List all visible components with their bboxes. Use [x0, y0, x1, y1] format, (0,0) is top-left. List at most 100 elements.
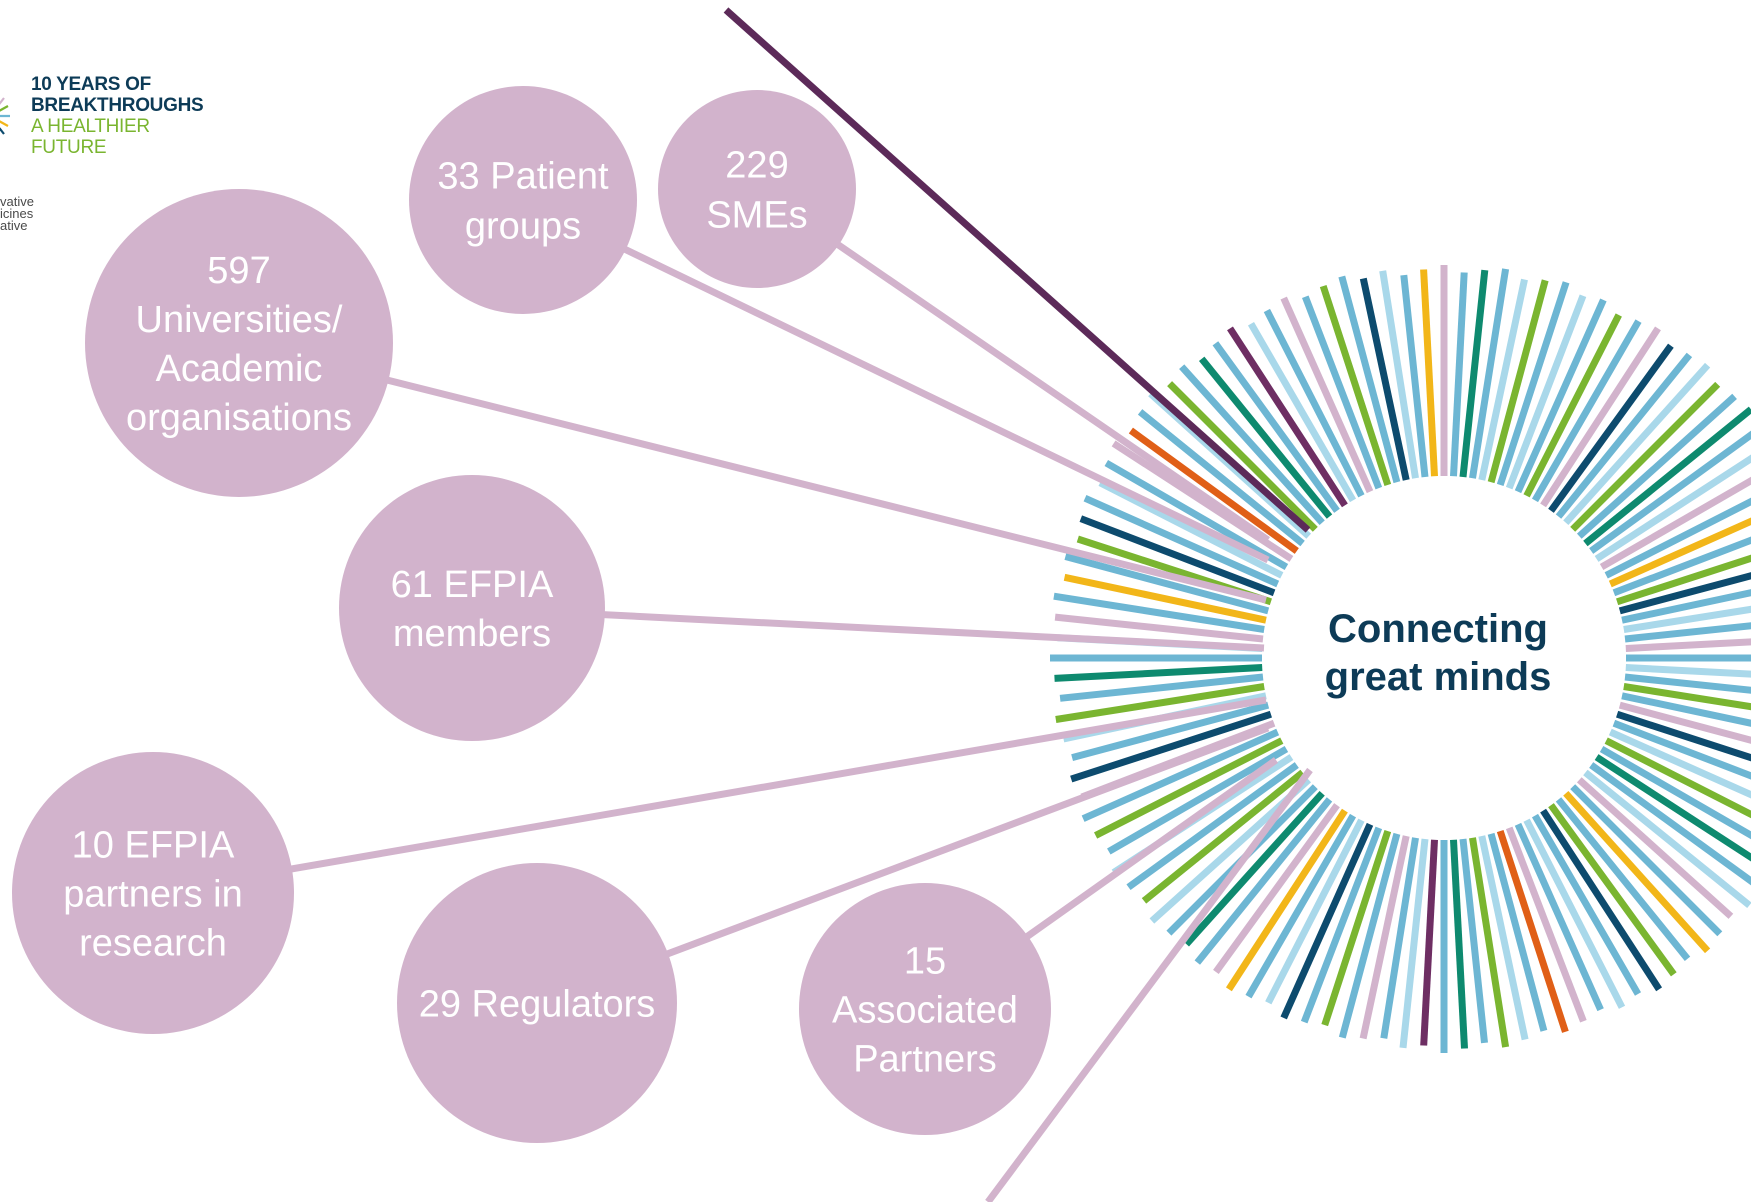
- ray: [1225, 808, 1348, 992]
- ray: [1247, 321, 1357, 503]
- ray: [1319, 285, 1392, 486]
- ray: [1618, 701, 1751, 744]
- ray: [1059, 673, 1264, 702]
- ray: [1094, 737, 1284, 839]
- ray: [1616, 710, 1751, 762]
- center-circle: [1264, 478, 1624, 838]
- ray: [1359, 835, 1410, 1040]
- ray: [1612, 536, 1751, 597]
- ray: [1459, 838, 1488, 1044]
- logo-line-2: BREAKTHROUGHS: [31, 95, 204, 116]
- node-label-line: Partners: [853, 1038, 997, 1080]
- node-bubbles: 33 Patientgroups229SMEs597Universities/A…: [12, 86, 1051, 1143]
- node-label-line: members: [393, 613, 551, 655]
- ray: [1555, 352, 1693, 519]
- ray: [1263, 308, 1365, 498]
- ray: [1621, 589, 1751, 624]
- ray: [1420, 839, 1438, 1046]
- ray: [1227, 326, 1348, 508]
- ray: [1625, 664, 1751, 678]
- logo-line-4: FUTURE: [31, 137, 107, 158]
- ray: [1540, 326, 1661, 508]
- ray: [1604, 737, 1751, 819]
- ray: [1194, 797, 1333, 965]
- node-label-line: research: [79, 922, 227, 964]
- ray: [1064, 553, 1270, 615]
- ray: [1523, 818, 1626, 1009]
- ray: [1583, 406, 1751, 547]
- ray: [1245, 813, 1357, 999]
- smes-connector: [755, 186, 1270, 543]
- imi-line-1: vative: [0, 194, 34, 209]
- ray: [1621, 692, 1751, 727]
- ray: [1505, 826, 1587, 1023]
- center-title-line-2: great minds: [1325, 655, 1552, 699]
- ray: [1540, 808, 1663, 992]
- ray: [1604, 497, 1751, 579]
- ray: [1212, 341, 1340, 513]
- node-label-line: partners in: [63, 873, 243, 915]
- ray: [1128, 427, 1299, 554]
- node-label-line: 10 EFPIA: [72, 824, 235, 866]
- imi-line-2: icines: [0, 206, 34, 221]
- ray: [1081, 728, 1280, 822]
- ray: [1618, 572, 1751, 615]
- ray: [1054, 613, 1264, 643]
- ray: [1563, 362, 1711, 526]
- ray: [1338, 832, 1401, 1039]
- ray: [1478, 278, 1528, 481]
- node-label-line: 597: [207, 250, 270, 292]
- logo-wheel-icon: [0, 97, 10, 135]
- ray: [1469, 268, 1510, 479]
- ray: [1280, 822, 1374, 1020]
- ray: [1505, 294, 1587, 490]
- logo-line-3: A HEALTHIER: [31, 116, 150, 137]
- ray: [1624, 622, 1751, 643]
- ray: [1399, 838, 1429, 1049]
- ray: [1548, 343, 1674, 513]
- ray: [1104, 459, 1289, 571]
- ray: [1624, 673, 1751, 694]
- node-label-line: Universities/: [136, 299, 343, 341]
- ray: [1563, 790, 1711, 954]
- node-circle: [85, 189, 393, 497]
- ray: [1608, 728, 1751, 799]
- node-circle: [339, 475, 605, 741]
- ray: [1496, 281, 1570, 486]
- node-label-line: groups: [465, 205, 581, 247]
- ray: [1478, 835, 1529, 1041]
- ray: [1570, 381, 1721, 532]
- ray: [1469, 837, 1510, 1048]
- ray: [1400, 274, 1429, 478]
- ray: [1338, 275, 1401, 484]
- ray: [1555, 797, 1691, 962]
- ray: [1321, 830, 1392, 1027]
- ray: [1623, 605, 1751, 633]
- ray: [1379, 270, 1419, 479]
- ray: [1496, 830, 1569, 1033]
- ray: [1612, 719, 1751, 780]
- ray: [1107, 745, 1289, 855]
- ray: [1459, 269, 1489, 478]
- node-label-line: 33 Patient: [437, 155, 609, 197]
- node-label-line: SMEs: [706, 194, 807, 236]
- ray: [1137, 409, 1305, 547]
- node-circle: [658, 90, 856, 288]
- dark-connector-line: [723, 7, 1311, 533]
- ray: [1126, 762, 1299, 891]
- ray: [1594, 754, 1751, 862]
- node-circle: [409, 86, 637, 314]
- node-regulators: 29 Regulators: [397, 863, 677, 1143]
- node-efpia-members: 61 EFPIA members: [339, 475, 605, 741]
- ray: [1079, 515, 1276, 597]
- ray: [1141, 769, 1305, 904]
- ray: [1179, 364, 1325, 526]
- node-label-line: 15: [904, 940, 946, 982]
- ray: [1623, 683, 1751, 711]
- ray: [1420, 269, 1438, 477]
- ray: [1599, 476, 1751, 571]
- ray: [1576, 393, 1737, 539]
- node-label-line: 61 EFPIA: [391, 564, 554, 606]
